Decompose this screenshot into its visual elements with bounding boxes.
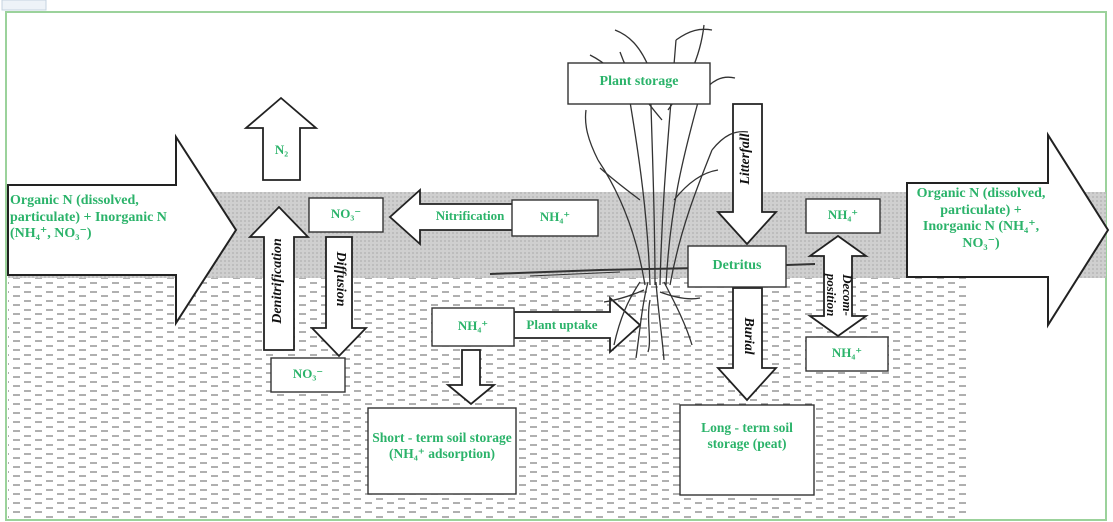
inflow-arrow (7, 133, 238, 327)
nh4-right-label: NH₄⁺ (827, 207, 859, 222)
long-term-storage-label: Long - term soil storage (peat) (701, 420, 793, 451)
nitrification-arrow (388, 187, 521, 247)
litterfall-label: Litterfall (738, 133, 753, 185)
denitrification-label: Denitrification (270, 238, 285, 324)
no3-soil-box (270, 357, 346, 393)
plant-storage-box (567, 62, 711, 105)
nh4-surface-box (511, 199, 599, 237)
nh4-soil-right-box (805, 336, 889, 372)
decomposition-label: Decom-position (824, 273, 855, 317)
long-term-storage-box (679, 404, 815, 496)
nh4-right-box (805, 198, 881, 234)
plant-storage-label: Plant storage (599, 74, 679, 89)
n2-label: N₂ (274, 142, 289, 157)
diffusion-arrow (309, 236, 369, 358)
plant-uptake-arrow (513, 295, 642, 355)
burial-label: Burial (741, 317, 756, 355)
short-term-storage-label: Short - term soil storage (NH₄⁺ adsorpti… (372, 430, 512, 461)
nh4-soil-left-label: NH₄⁺ (457, 318, 489, 333)
nitrification-label: Nitrification (435, 208, 505, 223)
nh4-soil-right-label: NH₄⁺ (831, 345, 863, 360)
no3-soil-label: NO₃⁻ (292, 366, 324, 381)
litterfall-arrow (715, 103, 779, 246)
diffusion-label: Diffusion (333, 251, 348, 307)
n2-arrow (243, 96, 319, 181)
no3-surface-label: NO₃⁻ (330, 206, 362, 221)
plant-uptake-label: Plant uptake (526, 317, 598, 332)
no3-surface-box (308, 197, 384, 233)
detritus-box (687, 245, 787, 288)
detritus-label: Detritus (712, 258, 762, 273)
nh4-surface-label: NH₄⁺ (539, 209, 571, 224)
burial-arrow (715, 287, 779, 402)
inflow-label: Organic N (dissolved, particulate) + Ino… (10, 193, 167, 242)
short-term-arrow (445, 349, 497, 406)
short-term-storage-box (367, 407, 517, 495)
decomposition-arrow (807, 234, 869, 338)
denitrification-arrow (247, 205, 311, 351)
outflow-arrow (906, 131, 1110, 329)
outflow-label: Organic N (dissolved, particulate) + Ino… (916, 186, 1046, 251)
nh4-soil-left-box (431, 307, 515, 347)
